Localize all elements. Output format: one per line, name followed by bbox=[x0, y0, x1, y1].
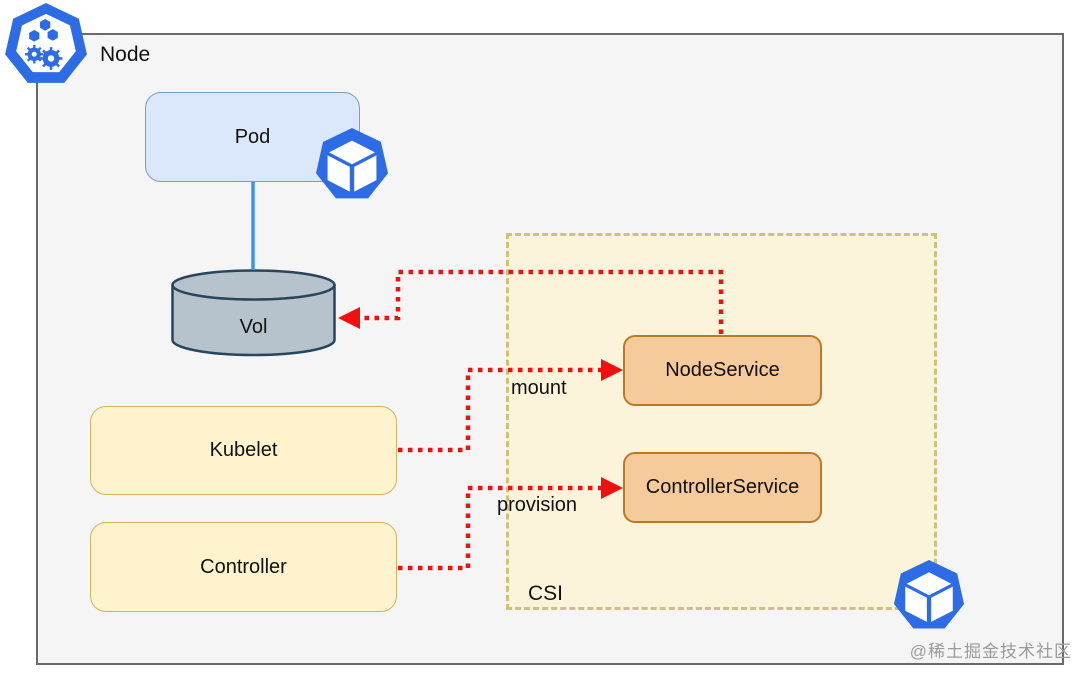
controller-box: Controller bbox=[90, 522, 397, 612]
watermark: @稀土掘金技术社区 bbox=[909, 642, 1072, 661]
vol-cylinder bbox=[171, 269, 336, 357]
mount-edge-label: mount bbox=[511, 377, 567, 399]
pod-box: Pod bbox=[145, 92, 360, 182]
kubelet-label: Kubelet bbox=[209, 439, 278, 461]
node-label: Node bbox=[100, 43, 151, 66]
controllerservice-box: ControllerService bbox=[623, 452, 822, 523]
controllerservice-label: ControllerService bbox=[645, 476, 800, 498]
csi-label: CSI bbox=[528, 582, 564, 605]
nodeservice-box: NodeService bbox=[623, 335, 822, 406]
kubelet-box: Kubelet bbox=[90, 406, 397, 495]
provision-edge-label: provision bbox=[497, 494, 578, 516]
pod-label: Pod bbox=[234, 125, 271, 148]
controller-label: Controller bbox=[200, 555, 287, 578]
csi-container bbox=[506, 233, 937, 610]
nodeservice-label: NodeService bbox=[665, 359, 780, 381]
vol-label: Vol bbox=[239, 315, 268, 338]
